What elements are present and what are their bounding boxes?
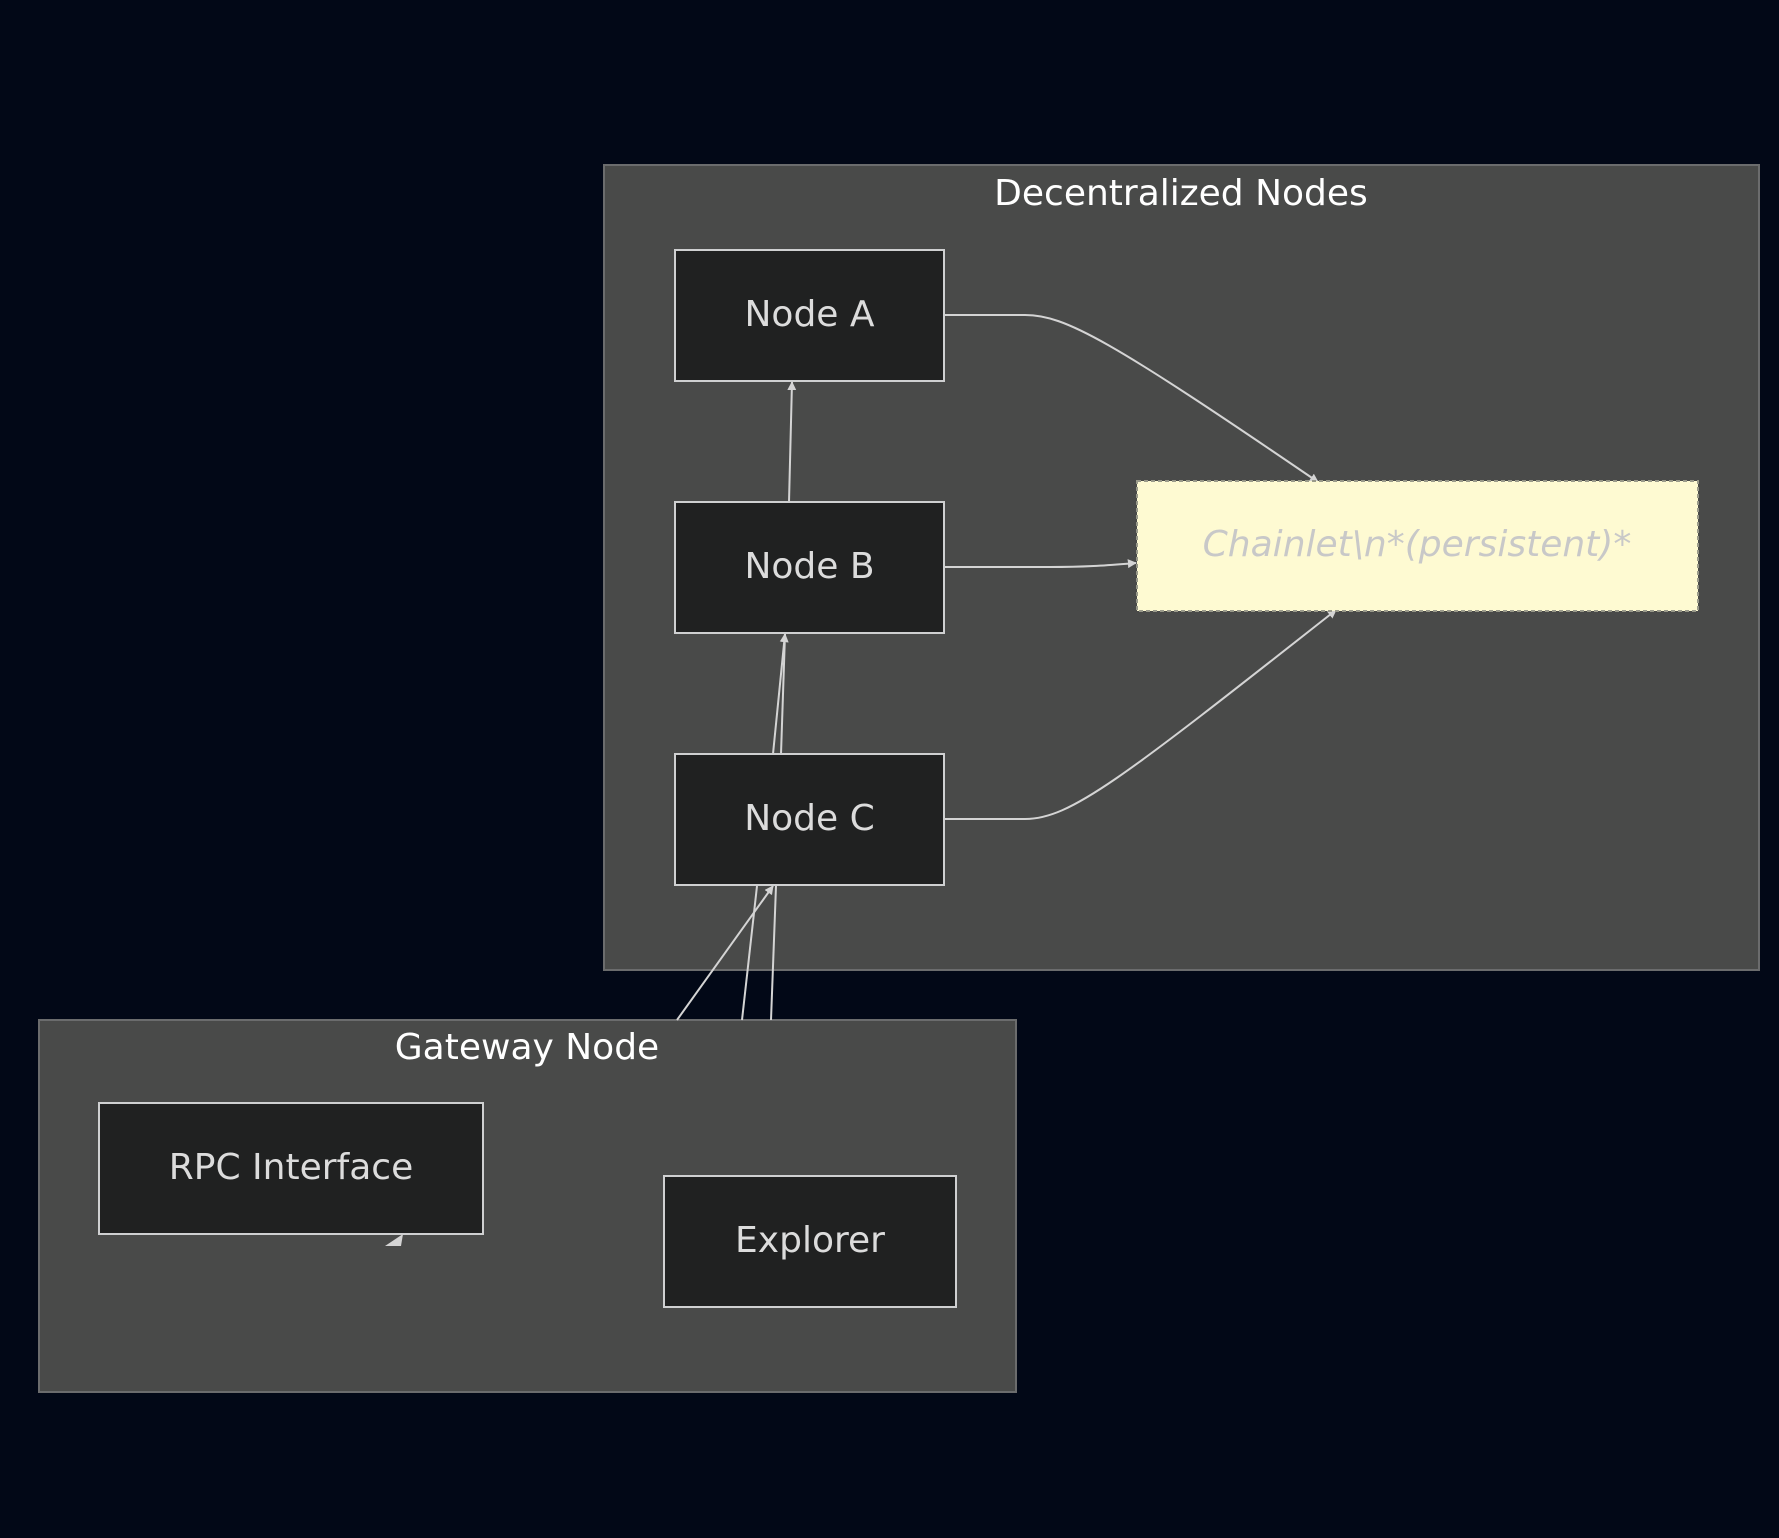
node-c[interactable]: Node C (674, 753, 945, 886)
edge-node-b-to-chainlet (944, 559, 1137, 569)
cluster-decentralized-title: Decentralized Nodes (994, 173, 1368, 214)
node-b-box (674, 501, 945, 634)
edge-node-c-to-node-b-2 (780, 633, 786, 755)
edge-gateway-to-node-c-3 (770, 885, 777, 1021)
cluster-gateway-title: Gateway Node (395, 1027, 659, 1068)
node-c-box (674, 753, 945, 886)
chainlet-box (1136, 480, 1699, 612)
node-b[interactable]: Node B (674, 501, 945, 634)
rpc-interface-label: RPC Interface (169, 1147, 413, 1188)
node-b-label: Node B (744, 546, 874, 587)
node-c-label: Node C (744, 798, 875, 839)
edge-node-c-to-chainlet (944, 609, 1337, 820)
edge-node-b-to-node-a (787, 381, 797, 503)
edge-node-c-to-node-b-1 (772, 633, 789, 755)
node-a-box (674, 249, 945, 382)
edge-arrow-stub-rpc (385, 1234, 403, 1246)
explorer-box (663, 1175, 957, 1308)
edges (385, 314, 1337, 1246)
edge-gateway-to-node-c-2 (741, 885, 758, 1021)
edge-node-a-to-chainlet (944, 314, 1319, 483)
explorer-label: Explorer (735, 1220, 885, 1261)
chainlet-label: Chainlet\n*(persistent)* (1203, 524, 1632, 565)
edge-gateway-to-node-c-1 (676, 885, 774, 1021)
explorer-node[interactable]: Explorer (663, 1175, 957, 1308)
node-a[interactable]: Node A (674, 249, 945, 382)
rpc-interface-box (98, 1102, 484, 1235)
chainlet-store[interactable]: Chainlet\n*(persistent)* (1136, 480, 1699, 612)
rpc-interface-node[interactable]: RPC Interface (98, 1102, 484, 1235)
node-a-label: Node A (744, 294, 874, 335)
